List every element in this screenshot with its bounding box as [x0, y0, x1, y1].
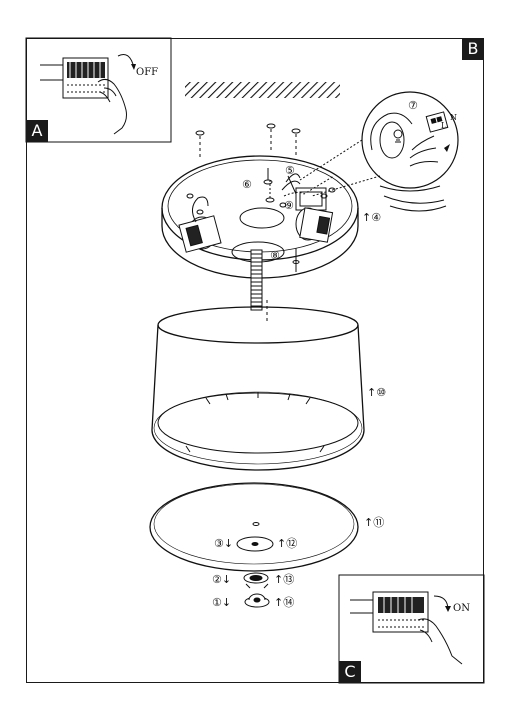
step-12-arrow-icon: ↑: [277, 537, 287, 550]
step-3-number: ③: [214, 537, 224, 550]
panel-c-letter: C: [339, 661, 361, 683]
step-10-number: ⑩: [376, 386, 387, 399]
ceiling-hatch: [185, 82, 340, 98]
step-14-label: ↑⑭: [274, 597, 294, 608]
step-12-label: ↑⑫: [277, 538, 297, 549]
step-4-label: ↑④: [362, 212, 381, 223]
step-9-label: ⑨: [284, 199, 294, 212]
step-3-label: ③↓: [214, 538, 233, 549]
drum-lampshade: [151, 306, 365, 471]
step-1-label: ①↓: [212, 597, 231, 608]
step-1-arrow-icon: ↓: [221, 596, 232, 609]
step-6-label: ⑥: [242, 178, 252, 191]
step-2-arrow-icon: ↓: [221, 573, 232, 586]
diagram-frame: [26, 38, 484, 683]
step-5-label: ⑤: [285, 164, 295, 177]
step-2-number: ②: [212, 573, 222, 586]
step-2-label: ②↓: [212, 574, 231, 585]
panel-a-breaker-off: [25, 37, 172, 143]
step-4-arrow-icon: ↑: [362, 211, 372, 224]
step-13-arrow-icon: ↑: [274, 573, 284, 586]
step-14-arrow-icon: ↑: [274, 596, 284, 609]
mounting-screws: [195, 123, 301, 160]
on-label: ON: [453, 603, 470, 614]
step-11-label: ↑⑪: [364, 517, 384, 528]
finial-parts: [236, 536, 274, 608]
step-8-label: ⑧: [270, 249, 280, 262]
wiring-pointer-arrow: [444, 144, 450, 152]
live-wire-label: L: [441, 121, 447, 130]
step-7-label: ⑦: [408, 99, 418, 112]
threaded-rod: [250, 249, 268, 324]
step-3-arrow-icon: ↓: [223, 537, 234, 550]
ceiling-base-plate: [161, 155, 359, 279]
step-4-number: ④: [371, 211, 382, 224]
step-11-arrow-icon: ↑: [364, 516, 374, 529]
step-10-arrow-icon: ↑: [367, 386, 377, 399]
panel-b-letter: B: [462, 38, 484, 60]
panel-a-letter: A: [26, 120, 48, 142]
step-13-number: ⑬: [283, 573, 295, 586]
step-10-label: ↑⑩: [367, 387, 386, 398]
step-11-number: ⑪: [373, 516, 385, 529]
step-13-label: ↑⑬: [274, 574, 294, 585]
wiring-detail-zoom: [299, 91, 459, 212]
step-1-number: ①: [212, 596, 222, 609]
step-12-number: ⑫: [286, 537, 298, 550]
panel-c-breaker-on: [338, 574, 485, 684]
step-14-number: ⑭: [283, 596, 295, 609]
neutral-wire-label: N: [450, 113, 457, 122]
off-label: OFF: [136, 67, 159, 78]
diffuser-disc: [149, 482, 359, 572]
